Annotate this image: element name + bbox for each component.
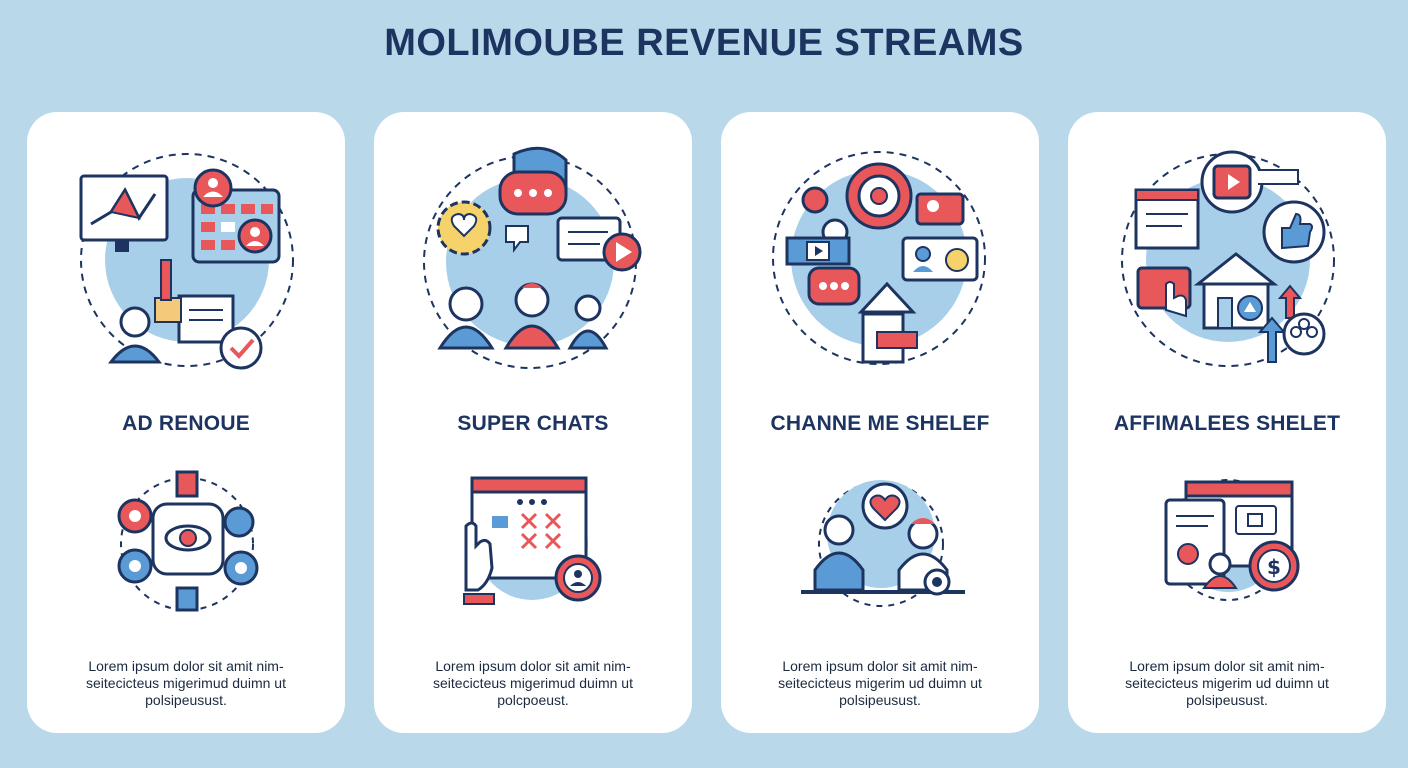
super-chats-illustration-icon — [423, 146, 642, 369]
revenue-card-super-chats: SUPER CHATS Lorem ipsum dolor sit amit n… — [374, 112, 692, 733]
card-title: AD RENOUE — [122, 412, 250, 435]
card-description: Lorem ipsum dolor sit amit nim-seitecict… — [778, 658, 982, 708]
card-description: Lorem ipsum dolor sit amit nim-seitecict… — [86, 658, 286, 708]
card-title: AFFIMALEES SHELET — [1113, 412, 1341, 435]
affiliates-illustration-icon — [1121, 150, 1335, 367]
card-title: SUPER CHATS — [457, 412, 609, 435]
ad-revenue-illustration-icon — [79, 153, 294, 370]
card-description: Lorem ipsum dolor sit amit nim-seitecict… — [433, 658, 633, 708]
revenue-card-channel-membership: CHANNE ME SHELEF Lorem ipsum dolor sit a… — [721, 112, 1039, 733]
card-description: Lorem ipsum dolor sit amit nim-seitecict… — [1125, 658, 1329, 708]
people-heart-icon — [801, 480, 965, 607]
svg-text:$: $ — [1267, 555, 1281, 579]
tablet-hand-icon — [463, 476, 602, 605]
channel-membership-illustration-icon — [772, 151, 986, 365]
browser-dollar-icon: $ — [1164, 479, 1300, 601]
page-title: MOLIMOUBE REVENUE STREAMS — [384, 22, 1024, 64]
revenue-card-ad: AD RENOUE Lorem ipsum dolor sit amit nim… — [27, 112, 345, 733]
gears-eye-icon — [117, 470, 259, 612]
card-title: CHANNE ME SHELEF — [770, 412, 990, 435]
revenue-card-affiliates: AFFIMALEES SHELET $ Lorem ipsum dolor si… — [1068, 112, 1386, 733]
